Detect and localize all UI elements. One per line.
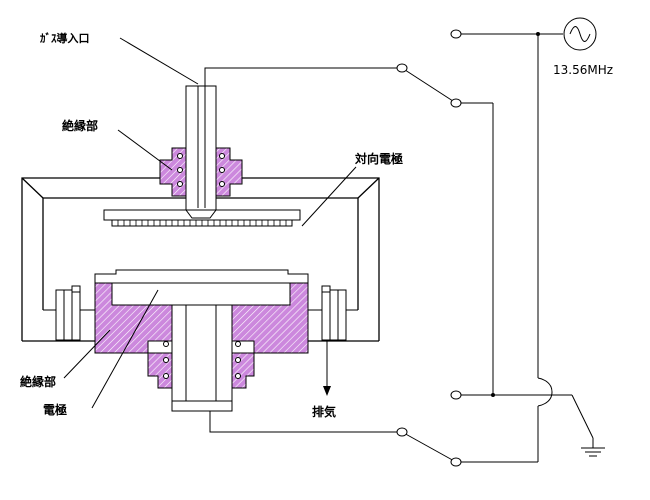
top-insulator [159,147,243,197]
electrode-label: 電極 [43,402,67,417]
exhaust-arrow [323,341,331,396]
frequency-label: 13.56MHz [553,63,613,77]
switch-terminals [396,29,462,467]
side-supports [55,285,347,341]
lower-electrode [94,269,309,412]
gas-inlet-label: ｶﾞｽ導入口 [40,31,90,45]
lower-electrode-insulator [94,282,309,389]
gas-inlet-pipe [185,85,217,211]
counter-electrode-plate [103,209,301,227]
top-insulator-label: 絶縁部 [62,118,98,133]
counter-electrode-label: 対向電極 [354,151,403,166]
ac-source-icon [563,17,597,51]
leader-lines [63,37,357,409]
rf-wiring [204,32,594,463]
exhaust-label: 排気 [312,404,336,419]
ground-icon [581,447,605,457]
bottom-insulator-label: 絶縁部 [20,374,56,389]
